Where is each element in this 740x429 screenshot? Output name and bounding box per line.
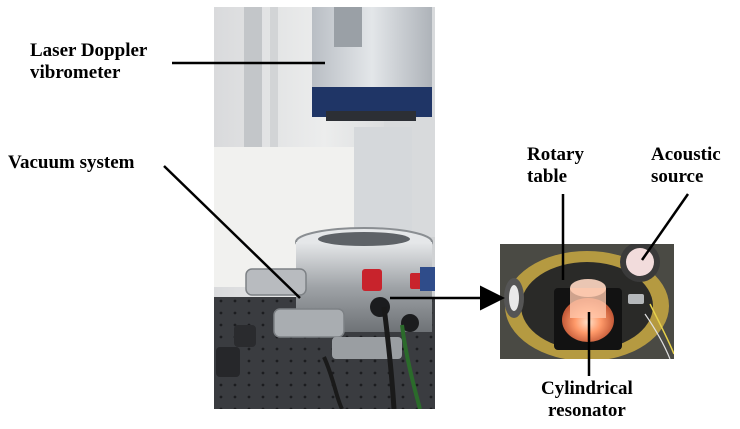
label-rotary-table: Rotary table (527, 144, 584, 188)
main-apparatus-photo (214, 7, 435, 409)
label-laser-doppler-line1: Laser Doppler (30, 40, 148, 61)
label-cylindrical-resonator-line1: Cylindrical (541, 378, 633, 399)
label-laser-doppler-line2: vibrometer (30, 62, 121, 83)
label-cylindrical-resonator-line2: resonator (548, 400, 626, 421)
label-cylindrical-resonator: Cylindrical resonator (541, 378, 633, 422)
red-fitting (362, 269, 382, 291)
vacuum-system-pointer-line (163, 165, 301, 299)
label-vacuum-system-text: Vacuum system (8, 152, 135, 173)
label-rotary-table-line2: table (527, 166, 568, 187)
label-acoustic-source: Acoustic source (651, 144, 721, 188)
label-laser-doppler-vibrometer: Laser Doppler vibrometer (30, 40, 147, 84)
label-acoustic-source-line1: Acoustic (651, 144, 721, 165)
inset-resonator-photo (500, 244, 674, 359)
label-acoustic-source-line2: source (651, 166, 704, 187)
label-vacuum-system: Vacuum system (8, 152, 135, 174)
label-rotary-table-line1: Rotary (527, 144, 584, 165)
acoustic-source-pointer-line (640, 193, 690, 261)
vibrometer-head (312, 7, 432, 91)
